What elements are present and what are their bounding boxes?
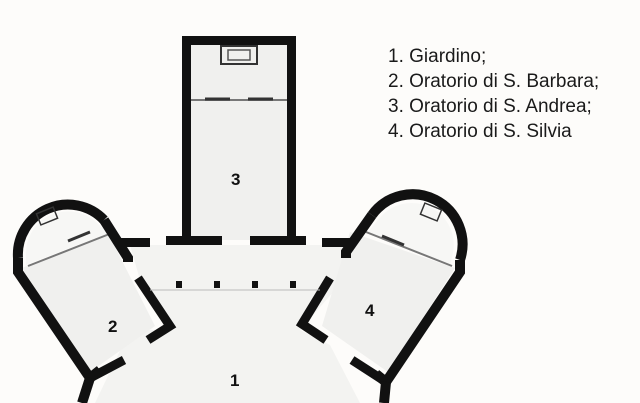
room-label-2: 2 bbox=[108, 317, 117, 336]
oratory-s-andrea bbox=[166, 36, 306, 245]
silvia-apse bbox=[367, 189, 468, 262]
silvia-wall-left bbox=[341, 212, 377, 258]
silvia-wall-front bbox=[295, 275, 334, 344]
legend-item-s-silvia: 4. Oratorio di S. Silvia bbox=[388, 121, 572, 142]
oratory-s-silvia bbox=[295, 189, 468, 403]
barbara-altar bbox=[35, 206, 59, 226]
room-label-4: 4 bbox=[365, 301, 375, 320]
andrea-wall-right bbox=[287, 36, 296, 242]
room-label-3: 3 bbox=[231, 170, 240, 189]
andrea-front-wall-left bbox=[166, 236, 222, 245]
andrea-wall-top bbox=[182, 36, 296, 45]
barbara-wall-front bbox=[134, 275, 177, 344]
legend-item-giardino: 1. Giardino; bbox=[388, 46, 487, 67]
room-label-1: 1 bbox=[230, 371, 239, 390]
oratory-s-barbara bbox=[12, 199, 177, 403]
andrea-wall-left bbox=[182, 36, 191, 242]
portico-columns bbox=[150, 281, 320, 291]
andrea-altar bbox=[220, 45, 258, 65]
silvia-altar bbox=[419, 202, 443, 222]
legend-item-s-barbara: 2. Oratorio di S. Barbara; bbox=[388, 71, 600, 92]
legend: 1. Giardino; 2. Oratorio di S. Barbara; … bbox=[388, 44, 599, 144]
andrea-front-wall-right bbox=[250, 236, 306, 245]
legend-item-s-andrea: 3. Oratorio di S. Andrea; bbox=[388, 96, 592, 117]
barbara-wall-right bbox=[99, 217, 133, 262]
